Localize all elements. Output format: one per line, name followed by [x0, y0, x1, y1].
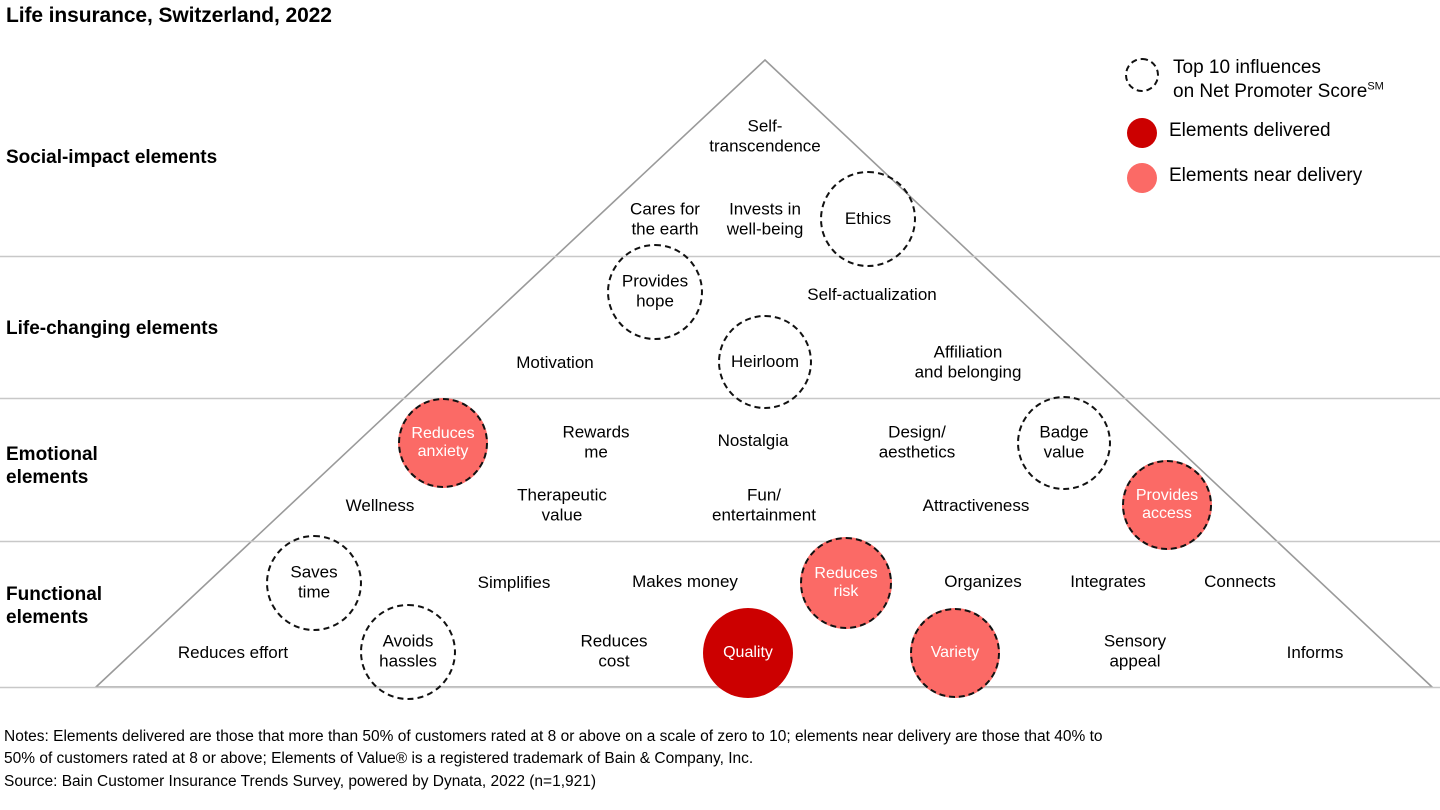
legend-marker-wrap-top10: [1125, 58, 1159, 92]
element-reduces-effort[interactable]: Reduces effort: [177, 642, 289, 662]
element-informs[interactable]: Informs: [1286, 642, 1344, 662]
element-fun-entertainment[interactable]: Fun/ entertainment: [712, 485, 816, 525]
legend-label-top10: Top 10 influences on Net Promoter ScoreS…: [1173, 56, 1384, 104]
element-provides-access[interactable]: Provides access: [1122, 460, 1212, 550]
element-self-transcendence[interactable]: Self- transcendence: [709, 116, 821, 156]
footnote-source: Source: Bain Customer Insurance Trends S…: [4, 772, 597, 790]
legend-marker-wrap-delivered: [1125, 117, 1157, 148]
element-sensory-appeal[interactable]: Sensory appeal: [1103, 631, 1167, 671]
legend-label-top10-sup: SM: [1367, 80, 1384, 93]
element-reduces-anxiety[interactable]: Reduces anxiety: [398, 398, 488, 488]
element-organizes[interactable]: Organizes: [944, 571, 1022, 591]
dashed-circle-icon: [1125, 58, 1159, 92]
element-provides-hope[interactable]: Provides hope: [621, 271, 689, 311]
legend-item-near-delivery[interactable]: Elements near delivery: [1125, 162, 1440, 193]
tier-label-functional: Functional elements: [6, 584, 103, 629]
page-title: Life insurance, Switzerland, 2022: [6, 4, 332, 27]
element-reduces-risk[interactable]: Reduces risk: [800, 537, 892, 629]
element-rewards-me[interactable]: Rewards me: [562, 422, 630, 462]
element-makes-money[interactable]: Makes money: [632, 571, 738, 591]
element-reduces-cost[interactable]: Reduces cost: [580, 631, 648, 671]
legend-label-top10-text: Top 10 influences on Net Promoter Score: [1173, 57, 1368, 102]
element-cares-for-the-earth[interactable]: Cares for the earth: [630, 199, 700, 239]
filled-circle-icon: [1127, 162, 1157, 193]
element-variety[interactable]: Variety: [910, 608, 1000, 698]
legend-label-near-delivery: Elements near delivery: [1169, 164, 1363, 186]
legend-item-top10[interactable]: Top 10 influences on Net Promoter ScoreS…: [1125, 56, 1440, 104]
element-affiliation-and-belonging[interactable]: Affiliation and belonging: [914, 342, 1022, 382]
legend-label-delivered: Elements delivered: [1169, 119, 1331, 141]
element-wellness[interactable]: Wellness: [345, 495, 415, 515]
element-nostalgia[interactable]: Nostalgia: [717, 430, 789, 450]
element-invests-in-well-being[interactable]: Invests in well-being: [726, 199, 804, 239]
element-therapeutic-value[interactable]: Therapeutic value: [517, 485, 607, 525]
element-heirloom[interactable]: Heirloom: [730, 351, 800, 371]
element-ethics[interactable]: Ethics: [844, 208, 892, 228]
element-saves-time[interactable]: Saves time: [290, 562, 338, 602]
element-design-aesthetics[interactable]: Design/ aesthetics: [878, 422, 956, 462]
element-motivation[interactable]: Motivation: [516, 352, 594, 372]
element-avoids-hassles[interactable]: Avoids hassles: [379, 631, 437, 671]
element-quality[interactable]: Quality: [703, 608, 793, 698]
filled-circle-icon: [1127, 117, 1157, 148]
element-integrates[interactable]: Integrates: [1070, 571, 1146, 591]
element-self-actualization[interactable]: Self-actualization: [807, 284, 937, 304]
element-badge-value[interactable]: Badge value: [1039, 422, 1089, 462]
element-simplifies[interactable]: Simplifies: [477, 572, 551, 592]
legend-marker-wrap-near-delivery: [1125, 162, 1157, 193]
legend: Top 10 influences on Net Promoter ScoreS…: [1125, 56, 1440, 193]
element-attractiveness[interactable]: Attractiveness: [922, 495, 1030, 515]
footnotes: Notes: Elements delivered are those that…: [4, 726, 1440, 793]
footnote-notes: Notes: Elements delivered are those that…: [4, 728, 1103, 768]
tier-label-social-impact: Social-impact elements: [6, 147, 218, 168]
tier-label-life-changing: Life-changing elements: [6, 318, 219, 339]
element-connects[interactable]: Connects: [1204, 571, 1276, 591]
tier-label-emotional: Emotional elements: [6, 444, 98, 489]
legend-item-delivered[interactable]: Elements delivered: [1125, 117, 1440, 148]
